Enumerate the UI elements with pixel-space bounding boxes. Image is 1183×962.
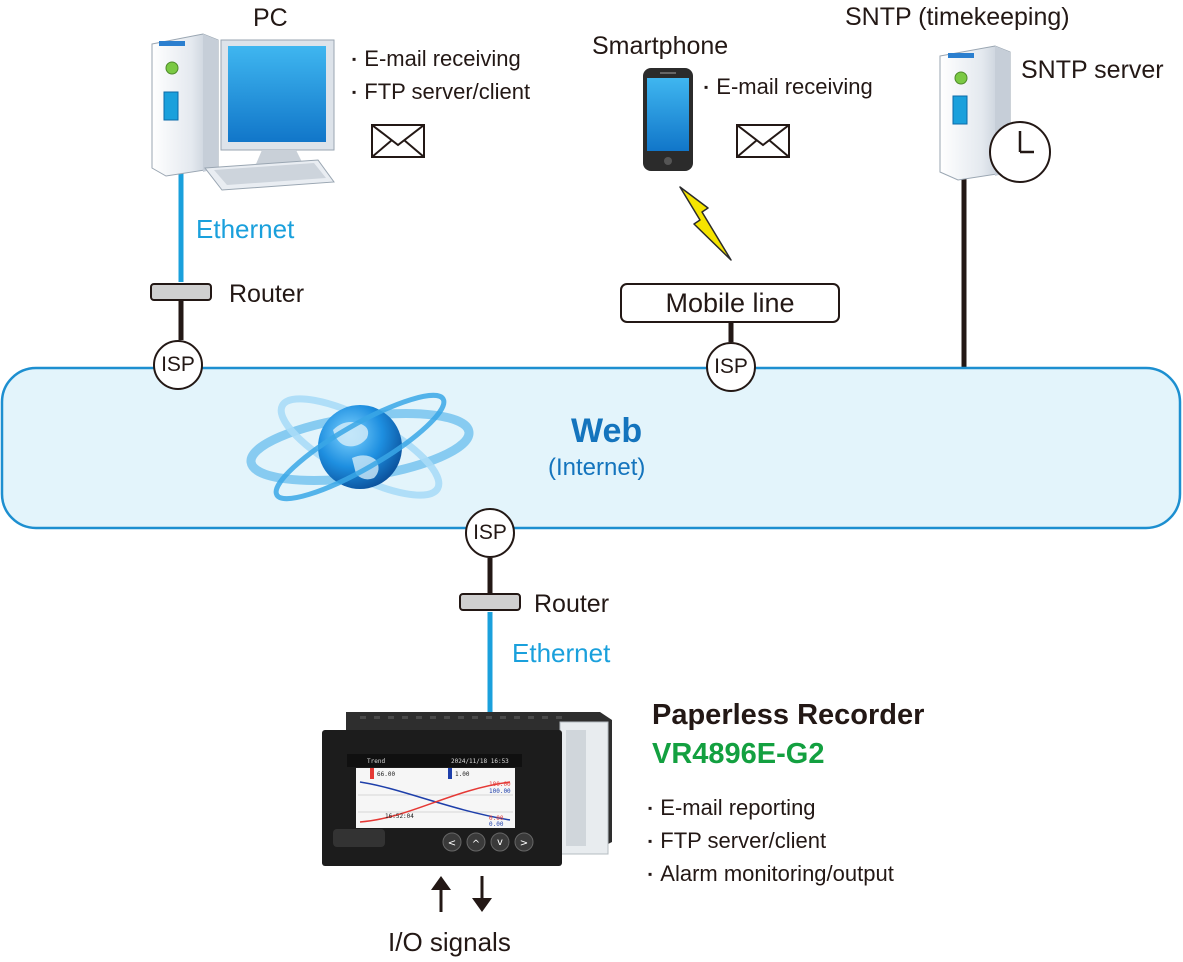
pc-feature-item: FTP server/client [352,77,530,110]
recorder-device-icon [322,712,612,866]
globe-icon [246,392,474,502]
cables [178,170,967,712]
recorder-isp-node: ISP [465,508,515,558]
pc-title: PC [253,4,288,32]
internet-subtitle: (Internet) [548,454,646,481]
mobile-line-label: Mobile line [665,287,795,318]
smartphone-title: Smartphone [592,32,729,60]
smartphone-feature-item: E-mail receiving [704,72,873,105]
wireless-lightning-icon [679,186,732,261]
pc-ethernet-label: Ethernet [196,214,295,244]
io-signals-label: I/O signals [388,927,511,957]
recorder-router-label: Router [534,590,610,618]
internet-title: Web [571,412,643,450]
smartphone-envelope-icon [736,124,790,158]
pc-tower-icon [151,33,219,177]
smartphone-icon [643,68,693,171]
pc-router-label: Router [229,280,305,308]
smartphone-isp-node: ISP [706,342,756,392]
screen-time: 16:52:04 [385,813,414,820]
recorder-feature-item: Alarm monitoring/output [648,859,894,892]
pc-feature-item: E-mail receiving [352,44,530,77]
screen-header: Trend [367,758,385,765]
sntp-title: SNTP (timekeeping) [845,3,1070,31]
button-down-label: v [497,837,503,848]
recorder-router [459,593,521,611]
recorder-model: VR4896E-G2 [652,738,825,770]
recorder-screen-text: Trend 2024/11/18 16:53 66.00 1.00 100.00… [367,758,511,828]
screen-value2: 1.00 [455,771,470,778]
recorder-title: Paperless Recorder [652,699,925,731]
button-right-label: > [520,838,528,849]
sntp-server-label: SNTP server [1021,56,1164,84]
internet-cloud [0,366,1182,530]
recorder-feature-list: E-mail reporting FTP server/client Alarm… [648,793,894,892]
pc-monitor-icon [204,39,335,191]
screen-datetime: 2024/11/18 16:53 [451,758,509,765]
pc-isp-node: ISP [153,340,203,390]
smartphone-isp-label: ISP [714,355,748,378]
screen-scale-top2: 100.00 [489,788,511,795]
button-left-label: < [448,838,456,849]
recorder-ethernet-label: Ethernet [512,638,611,668]
mobile-line-box: Mobile line [620,283,840,323]
recorder-buttons: < ^ v > [448,837,528,850]
screen-scale-bot1: 0.00 [489,815,504,822]
pc-feature-list: E-mail receiving FTP server/client [352,44,530,110]
screen-value1: 66.00 [377,771,395,778]
pc-envelope-icon [371,124,425,158]
pc-router [150,283,212,301]
recorder-feature-item: FTP server/client [648,826,894,859]
screen-scale-bot2: 0.00 [489,821,504,828]
button-up-label: ^ [472,839,480,850]
recorder-isp-label: ISP [473,521,507,544]
clock-icon [989,121,1051,183]
smartphone-feature-list: E-mail receiving [704,72,873,105]
screen-scale-top1: 100.00 [489,781,511,788]
pc-isp-label: ISP [161,353,195,376]
io-arrows-icon [431,876,492,912]
recorder-feature-item: E-mail reporting [648,793,894,826]
